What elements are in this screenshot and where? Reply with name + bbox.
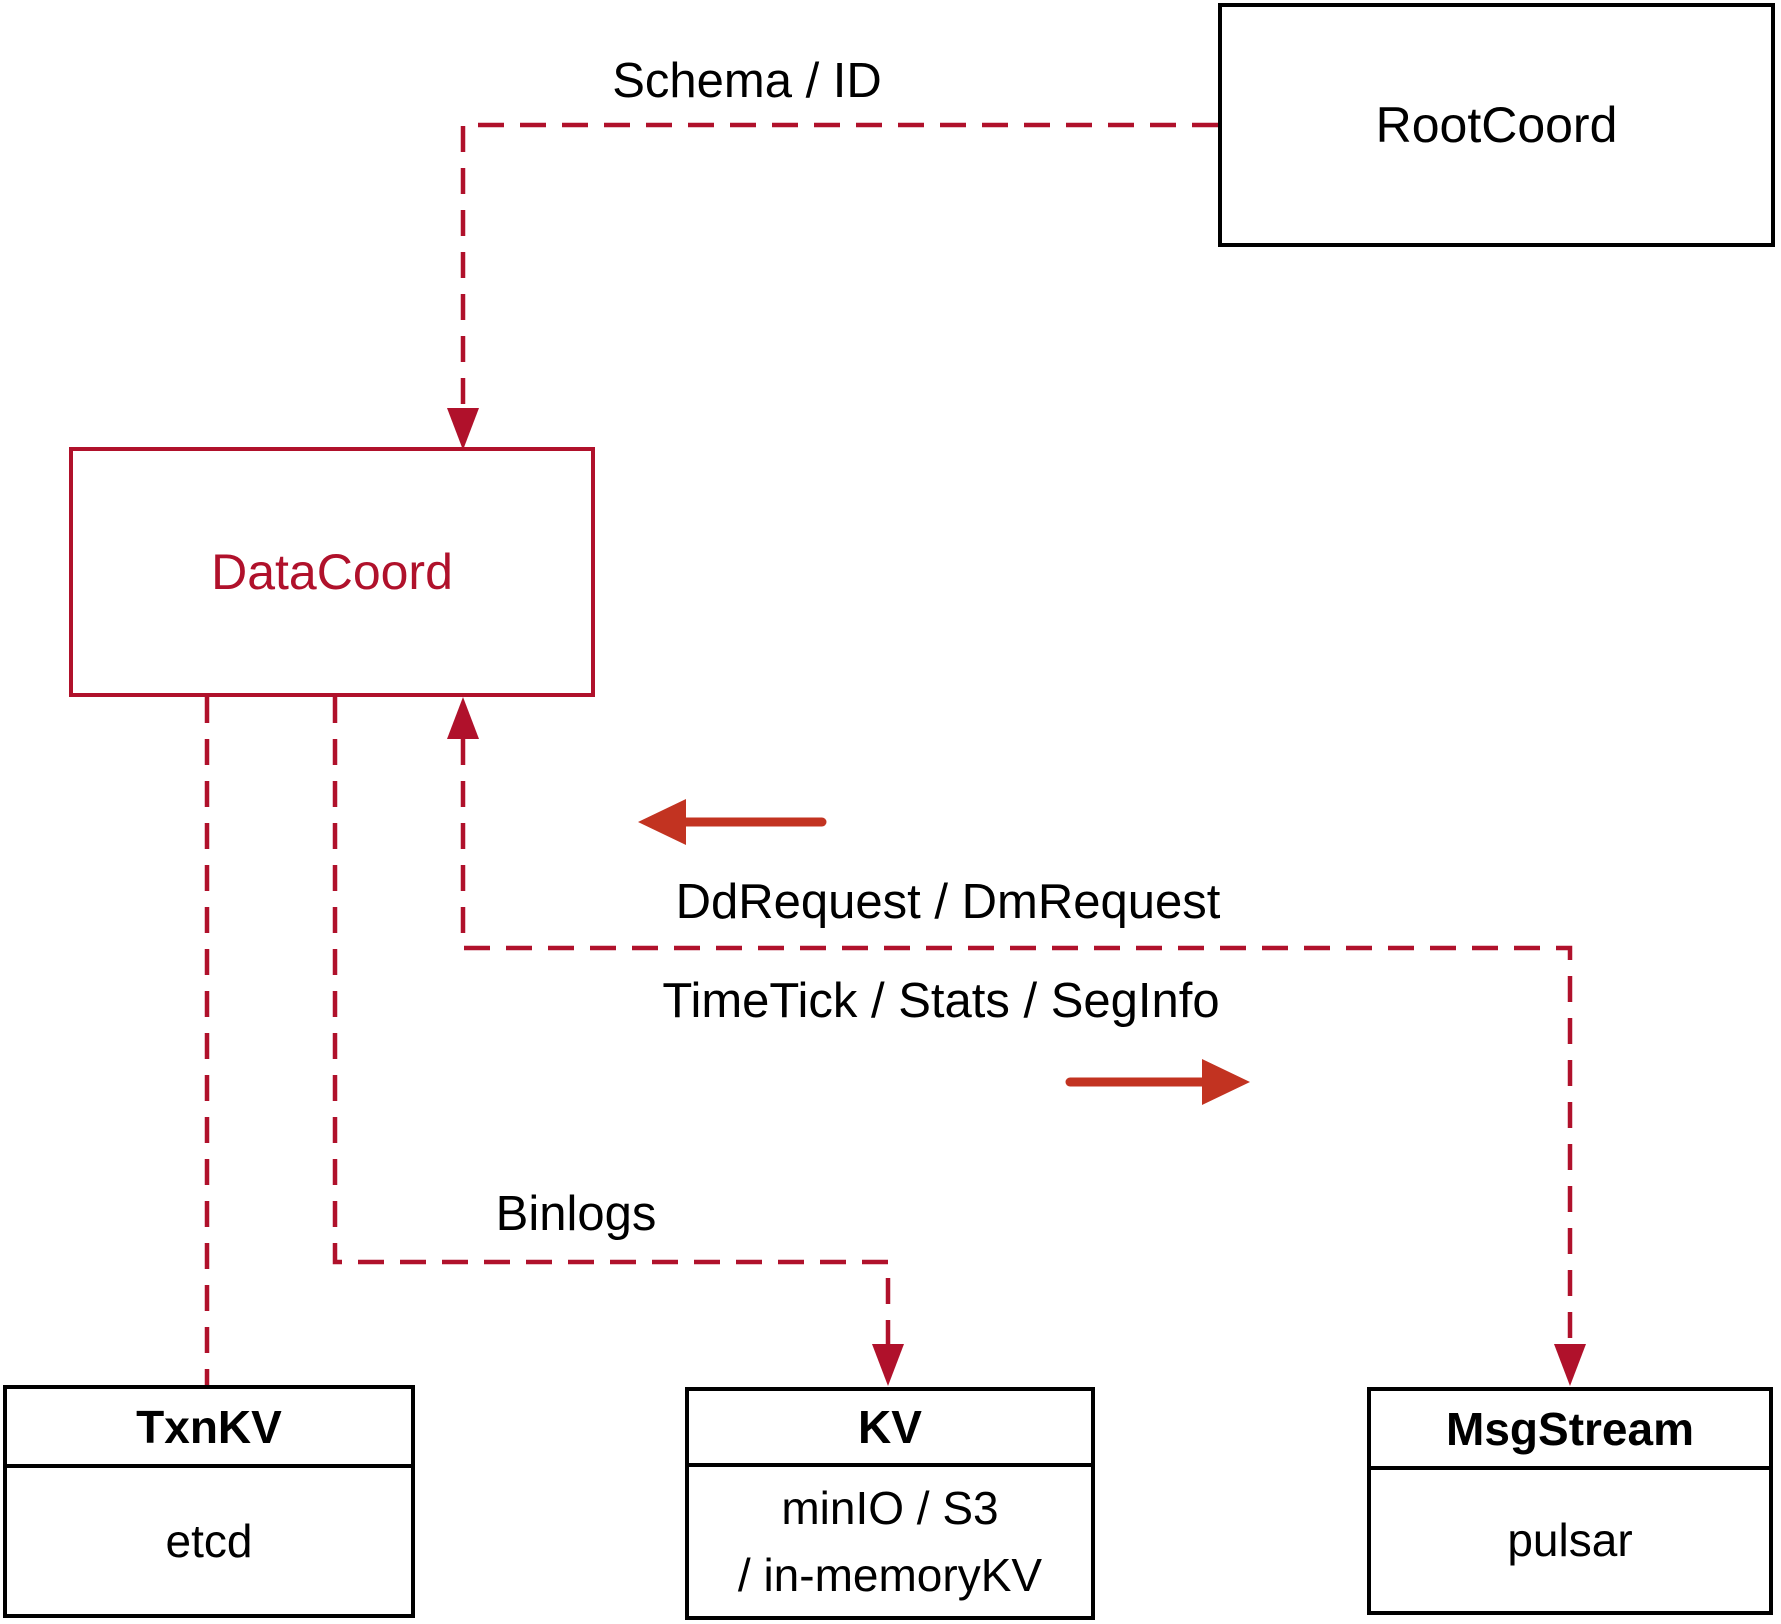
left-direction-arrow-icon <box>638 799 827 845</box>
left-arrow-head <box>638 799 686 845</box>
edge-ddrequest-timetick <box>447 697 1586 1386</box>
node-txnkv: TxnKV etcd <box>3 1385 415 1618</box>
edge-label-timetick-stats-seginfo: TimeTick / Stats / SegInfo <box>662 974 1220 1028</box>
node-rootcoord: RootCoord <box>1218 3 1775 247</box>
node-txnkv-body: etcd <box>165 1514 253 1567</box>
edge-schema-id-line <box>460 122 1218 428</box>
node-msgstream-body: pulsar <box>1507 1514 1633 1567</box>
arrowhead-down-into-kv-icon <box>872 1344 904 1386</box>
arrowhead-up-into-datacoord-bottom-icon <box>447 697 479 739</box>
node-txnkv-title: TxnKV <box>7 1389 411 1468</box>
node-kv-body-line2: / in-memoryKV <box>737 1548 1043 1601</box>
arrowhead-down-into-msgstream-icon <box>1554 1344 1586 1386</box>
edge-binlogs <box>332 697 904 1386</box>
right-direction-arrow-icon <box>1065 1059 1250 1105</box>
arrowhead-down-into-datacoord-top-icon <box>447 408 479 450</box>
edge-label-ddrequest-dmrequest: DdRequest / DmRequest <box>675 875 1221 929</box>
edge-label-schema-id: Schema / ID <box>612 54 882 108</box>
edge-binlogs-line <box>332 697 891 1344</box>
node-kv: KV minIO / S3 / in-memoryKV <box>685 1387 1095 1620</box>
edge-schema-id <box>447 122 1218 450</box>
node-kv-title: KV <box>689 1391 1091 1467</box>
edge-ddrequest-timetick-line <box>460 739 1573 1344</box>
right-arrow-head <box>1202 1059 1250 1105</box>
node-rootcoord-label: RootCoord <box>1375 97 1618 153</box>
node-msgstream: MsgStream pulsar <box>1367 1387 1773 1615</box>
edge-label-binlogs: Binlogs <box>495 1187 657 1241</box>
node-kv-body-line1: minIO / S3 <box>781 1481 999 1534</box>
node-kv-body: minIO / S3 / in-memoryKV <box>689 1467 1091 1616</box>
node-datacoord: DataCoord <box>69 447 595 697</box>
node-msgstream-title: MsgStream <box>1371 1391 1769 1470</box>
node-datacoord-label: DataCoord <box>211 544 453 600</box>
